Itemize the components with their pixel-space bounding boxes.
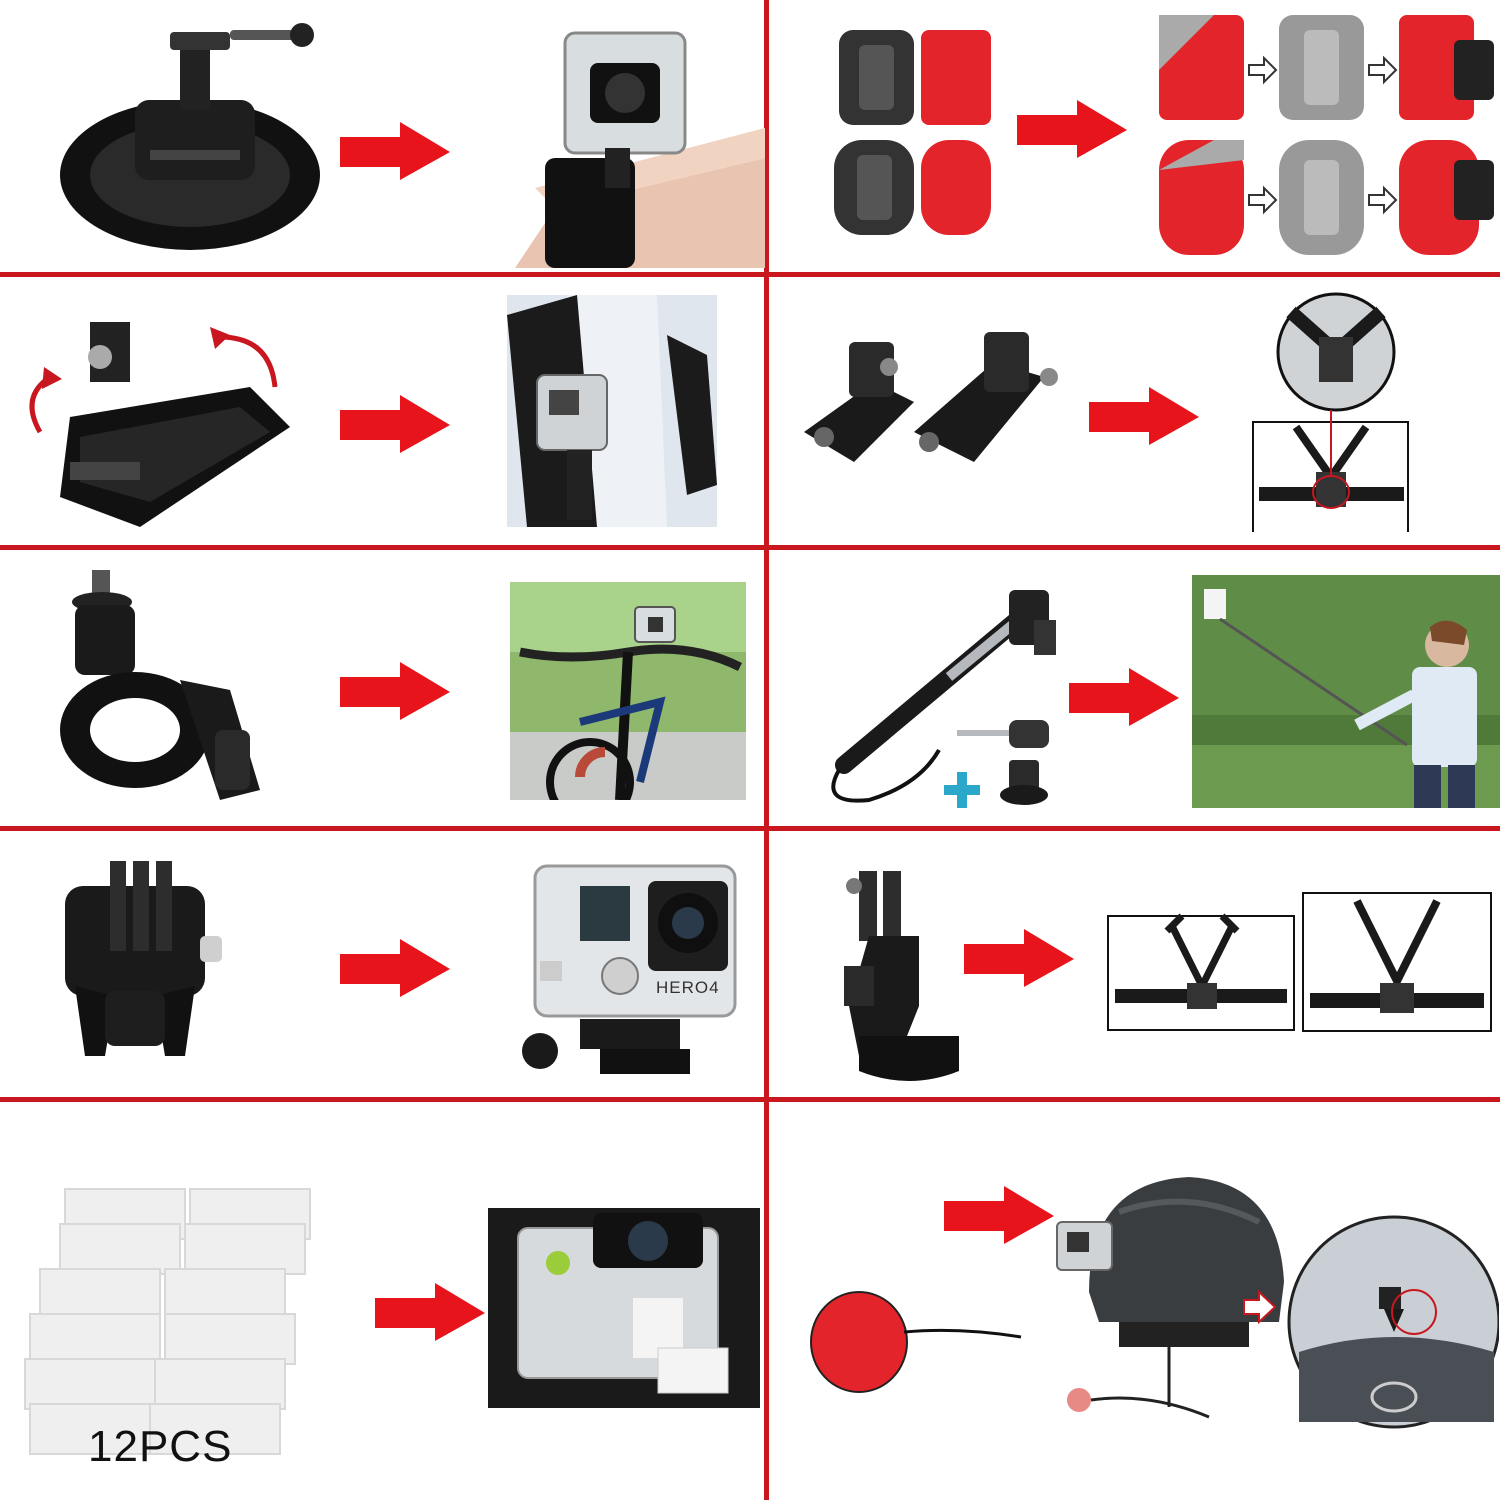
- panel-wrist-strap: [0, 0, 765, 272]
- housing-with-inserts-icon: [488, 1208, 760, 1408]
- arrow-right-icon: [1069, 668, 1179, 726]
- adhesive-mounts-icon: [834, 30, 991, 235]
- rotating-clip-icon: [29, 322, 290, 527]
- quick-release-buckle-icon: [65, 861, 222, 1056]
- arrow-right-icon: [1017, 100, 1127, 158]
- camera-on-bike-icon: [510, 582, 746, 800]
- anti-fog-inserts-icon: [24, 1188, 311, 1455]
- telescopic-pole-icon: [831, 590, 1056, 808]
- panel-anti-fog: 12PCS: [0, 1102, 764, 1500]
- arrow-right-icon: [340, 122, 450, 180]
- panel-backpack-clip: [0, 277, 764, 545]
- tether-pad-icon: [810, 1291, 1022, 1393]
- arrow-right-icon: [1089, 387, 1199, 445]
- helmet-and-car-icon: [1056, 1177, 1499, 1429]
- person-with-pole-icon: [1192, 575, 1500, 808]
- panel-helmet-tether: [769, 1102, 1500, 1500]
- chest-harness-detail-icon: [1252, 292, 1409, 532]
- anti-fog-count-label: 12PCS: [88, 1422, 233, 1471]
- panel-selfie-stick: [769, 550, 1500, 826]
- camera-housing-icon: HERO4: [520, 861, 745, 1081]
- row-divider-1: [0, 272, 1500, 277]
- panel-quick-release: HERO4: [0, 831, 764, 1097]
- panel-extension-arms: [769, 277, 1500, 545]
- adhesive-apply-steps-icon: [1159, 15, 1494, 255]
- camera-housing-graphic: [522, 864, 737, 1074]
- center-divider: [764, 0, 769, 1500]
- arrow-right-icon: [340, 939, 450, 997]
- arrow-right-icon: [340, 395, 450, 453]
- j-hook-mount-icon: [844, 871, 959, 1081]
- panel-handlebar-mount: [0, 550, 764, 826]
- camera-brand-text: HERO4: [656, 978, 720, 997]
- wrist-strap-mount-icon: [60, 23, 320, 250]
- extension-arms-icon: [804, 332, 1058, 462]
- row-divider-2: [0, 545, 1500, 550]
- row-divider-3: [0, 826, 1500, 831]
- camera-on-wrist-icon: [515, 31, 765, 268]
- panel-adhesive-mounts: [769, 0, 1500, 272]
- row-divider-4: [0, 1097, 1500, 1102]
- panel-j-hook: [769, 831, 1500, 1097]
- handlebar-clamp-icon: [60, 570, 260, 800]
- camera-on-backpack-icon: [507, 295, 717, 527]
- arrow-right-icon: [375, 1283, 485, 1341]
- arrow-right-icon: [340, 662, 450, 720]
- chest-harness-icon: [1107, 892, 1492, 1032]
- arrow-right-icon: [944, 1186, 1054, 1244]
- arrow-right-icon: [964, 929, 1074, 987]
